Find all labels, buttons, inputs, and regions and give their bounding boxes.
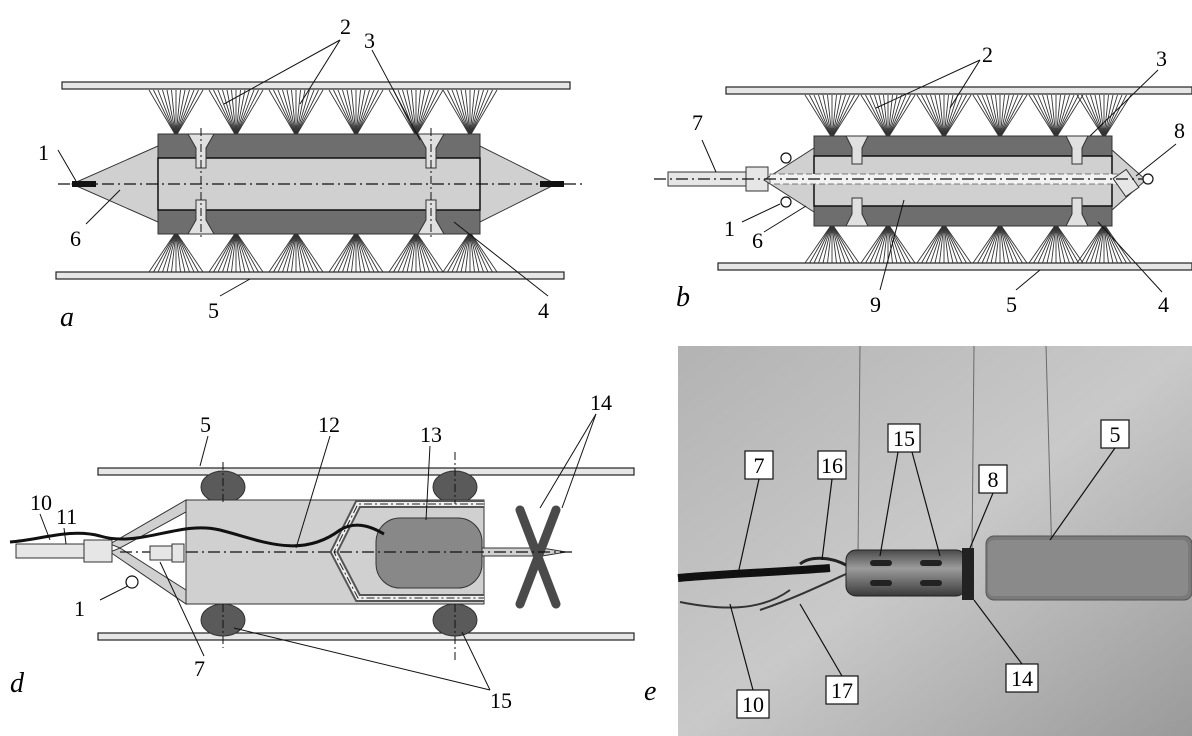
axle-right	[540, 181, 564, 187]
callout-a-4: 4	[538, 298, 549, 323]
pipe-wall-bottom	[55, 271, 565, 280]
callout-b-2: 2	[982, 42, 993, 67]
panel-label-a: a	[60, 302, 74, 333]
callout-a-6: 6	[70, 226, 81, 251]
callout-d-15: 15	[490, 688, 512, 713]
callout-a-5: 5	[208, 298, 219, 323]
eyelet-1	[125, 575, 139, 589]
photo-label-17: 17	[831, 678, 853, 703]
brush-bristles	[804, 94, 1132, 264]
photo-label-5: 5	[1110, 422, 1121, 447]
callout-d-14: 14	[590, 390, 612, 415]
wire-10	[679, 589, 791, 609]
callout-d-12: 12	[318, 412, 340, 437]
axle-left	[72, 181, 96, 187]
panel-label-b: b	[676, 282, 690, 313]
brush-bristles	[148, 89, 498, 273]
pipe-wall-bottom	[97, 632, 635, 641]
callout-b-9: 9	[870, 292, 881, 317]
callout-b-7: 7	[692, 110, 703, 135]
cable-7	[677, 564, 831, 582]
eyelet-bottom	[780, 196, 792, 208]
panel-label-e: e	[644, 676, 656, 707]
panel-a: 1 2 3 4 5 6 a	[38, 14, 582, 333]
wire-16	[799, 556, 849, 568]
eyelet-right	[1142, 173, 1154, 185]
propeller-14	[515, 505, 561, 609]
callout-b-6: 6	[752, 228, 763, 253]
callout-d-13: 13	[420, 422, 442, 447]
cable-10	[9, 523, 385, 548]
device-cylinder	[845, 549, 967, 597]
coupling	[83, 539, 113, 563]
callout-b-5: 5	[1006, 292, 1017, 317]
pipe-wall-top	[61, 81, 571, 90]
callout-b-3: 3	[1156, 46, 1167, 71]
callout-d-1: 1	[74, 596, 85, 621]
frame-arm-top	[108, 499, 187, 549]
photo-label-8: 8	[988, 467, 999, 492]
callout-d-11: 11	[56, 504, 77, 529]
callout-b-1: 1	[724, 216, 735, 241]
photo-label-16: 16	[821, 453, 843, 478]
nozzles	[845, 135, 1089, 227]
motor-13	[375, 517, 483, 589]
pipe-wall-top	[97, 467, 635, 476]
panel-d: 1 5 7 10 11 12 13 14 15 d	[9, 390, 635, 713]
propeller-photo	[962, 548, 974, 600]
panel-b: 1 2 3 4 5 6 7 8 9 b	[654, 42, 1192, 317]
photo-label-14: 14	[1011, 666, 1033, 691]
callout-a-2: 2	[340, 14, 351, 39]
callout-a-1: 1	[38, 140, 49, 165]
photo-label-7: 7	[754, 453, 765, 478]
photo-labels: 7 16 15 8 5 14 17 10	[736, 419, 1130, 719]
photo-label-15: 15	[893, 426, 915, 451]
callout-b-8: 8	[1174, 118, 1185, 143]
panel-label-d: d	[10, 668, 25, 699]
callout-b-4: 4	[1158, 292, 1169, 317]
panel-e: 7 16 15 8 5 14 17 10 e	[644, 345, 1192, 736]
callout-d-10: 10	[30, 490, 52, 515]
callout-d-7: 7	[194, 656, 205, 681]
tail-rod-11	[15, 543, 87, 559]
photo-label-10: 10	[742, 692, 764, 717]
wire-17	[759, 573, 847, 611]
callout-d-5: 5	[200, 412, 211, 437]
pipe-wall-bottom	[717, 262, 1192, 271]
callout-a-3: 3	[364, 28, 375, 53]
eyelet-top	[780, 152, 792, 164]
